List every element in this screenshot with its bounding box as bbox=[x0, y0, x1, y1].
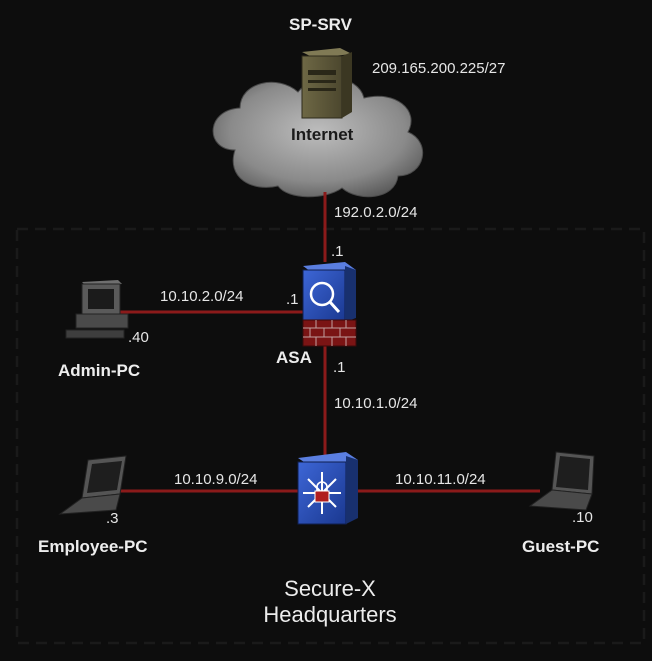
internet-label: Internet bbox=[291, 125, 354, 144]
admin-subnet-label: 10.10.2.0/24 bbox=[160, 288, 244, 305]
guest-pc-label: Guest-PC bbox=[522, 537, 600, 556]
guest-subnet-label: 10.10.11.0/24 bbox=[395, 471, 486, 488]
admin-host-label: .40 bbox=[128, 329, 149, 346]
admin-pc-desktop-icon bbox=[65, 280, 129, 339]
asa-firewall-icon bbox=[302, 262, 357, 347]
asa-name-label: ASA bbox=[276, 348, 312, 367]
server-icon bbox=[301, 48, 352, 119]
server-name-label: SP-SRV bbox=[289, 15, 352, 34]
asa-admin-host-label: .1 bbox=[286, 291, 299, 308]
employee-subnet-label: 10.10.9.0/24 bbox=[174, 471, 258, 488]
site-boundary bbox=[15, 227, 646, 645]
employee-host-label: .3 bbox=[106, 510, 119, 527]
employee-pc-laptop-icon bbox=[58, 455, 127, 515]
uplink-subnet-label: 192.0.2.0/24 bbox=[334, 204, 418, 221]
site-title-line1: Secure-X bbox=[284, 576, 376, 601]
guest-pc-laptop-icon bbox=[528, 451, 595, 511]
employee-pc-label: Employee-PC bbox=[38, 537, 148, 556]
admin-pc-label: Admin-PC bbox=[58, 361, 141, 380]
site-title-line2: Headquarters bbox=[263, 602, 397, 628]
guest-host-label: .10 bbox=[572, 509, 593, 526]
internet-cloud-icon bbox=[212, 77, 424, 198]
secure-switch-icon bbox=[297, 452, 358, 525]
server-subnet-label: 209.165.200.225/27 bbox=[372, 60, 506, 77]
site-title: Secure-X Headquarters bbox=[180, 576, 480, 629]
core-subnet-label: 10.10.1.0/24 bbox=[334, 395, 418, 412]
asa-inside-host-label: .1 bbox=[333, 359, 346, 376]
asa-outside-host-label: .1 bbox=[331, 243, 344, 260]
